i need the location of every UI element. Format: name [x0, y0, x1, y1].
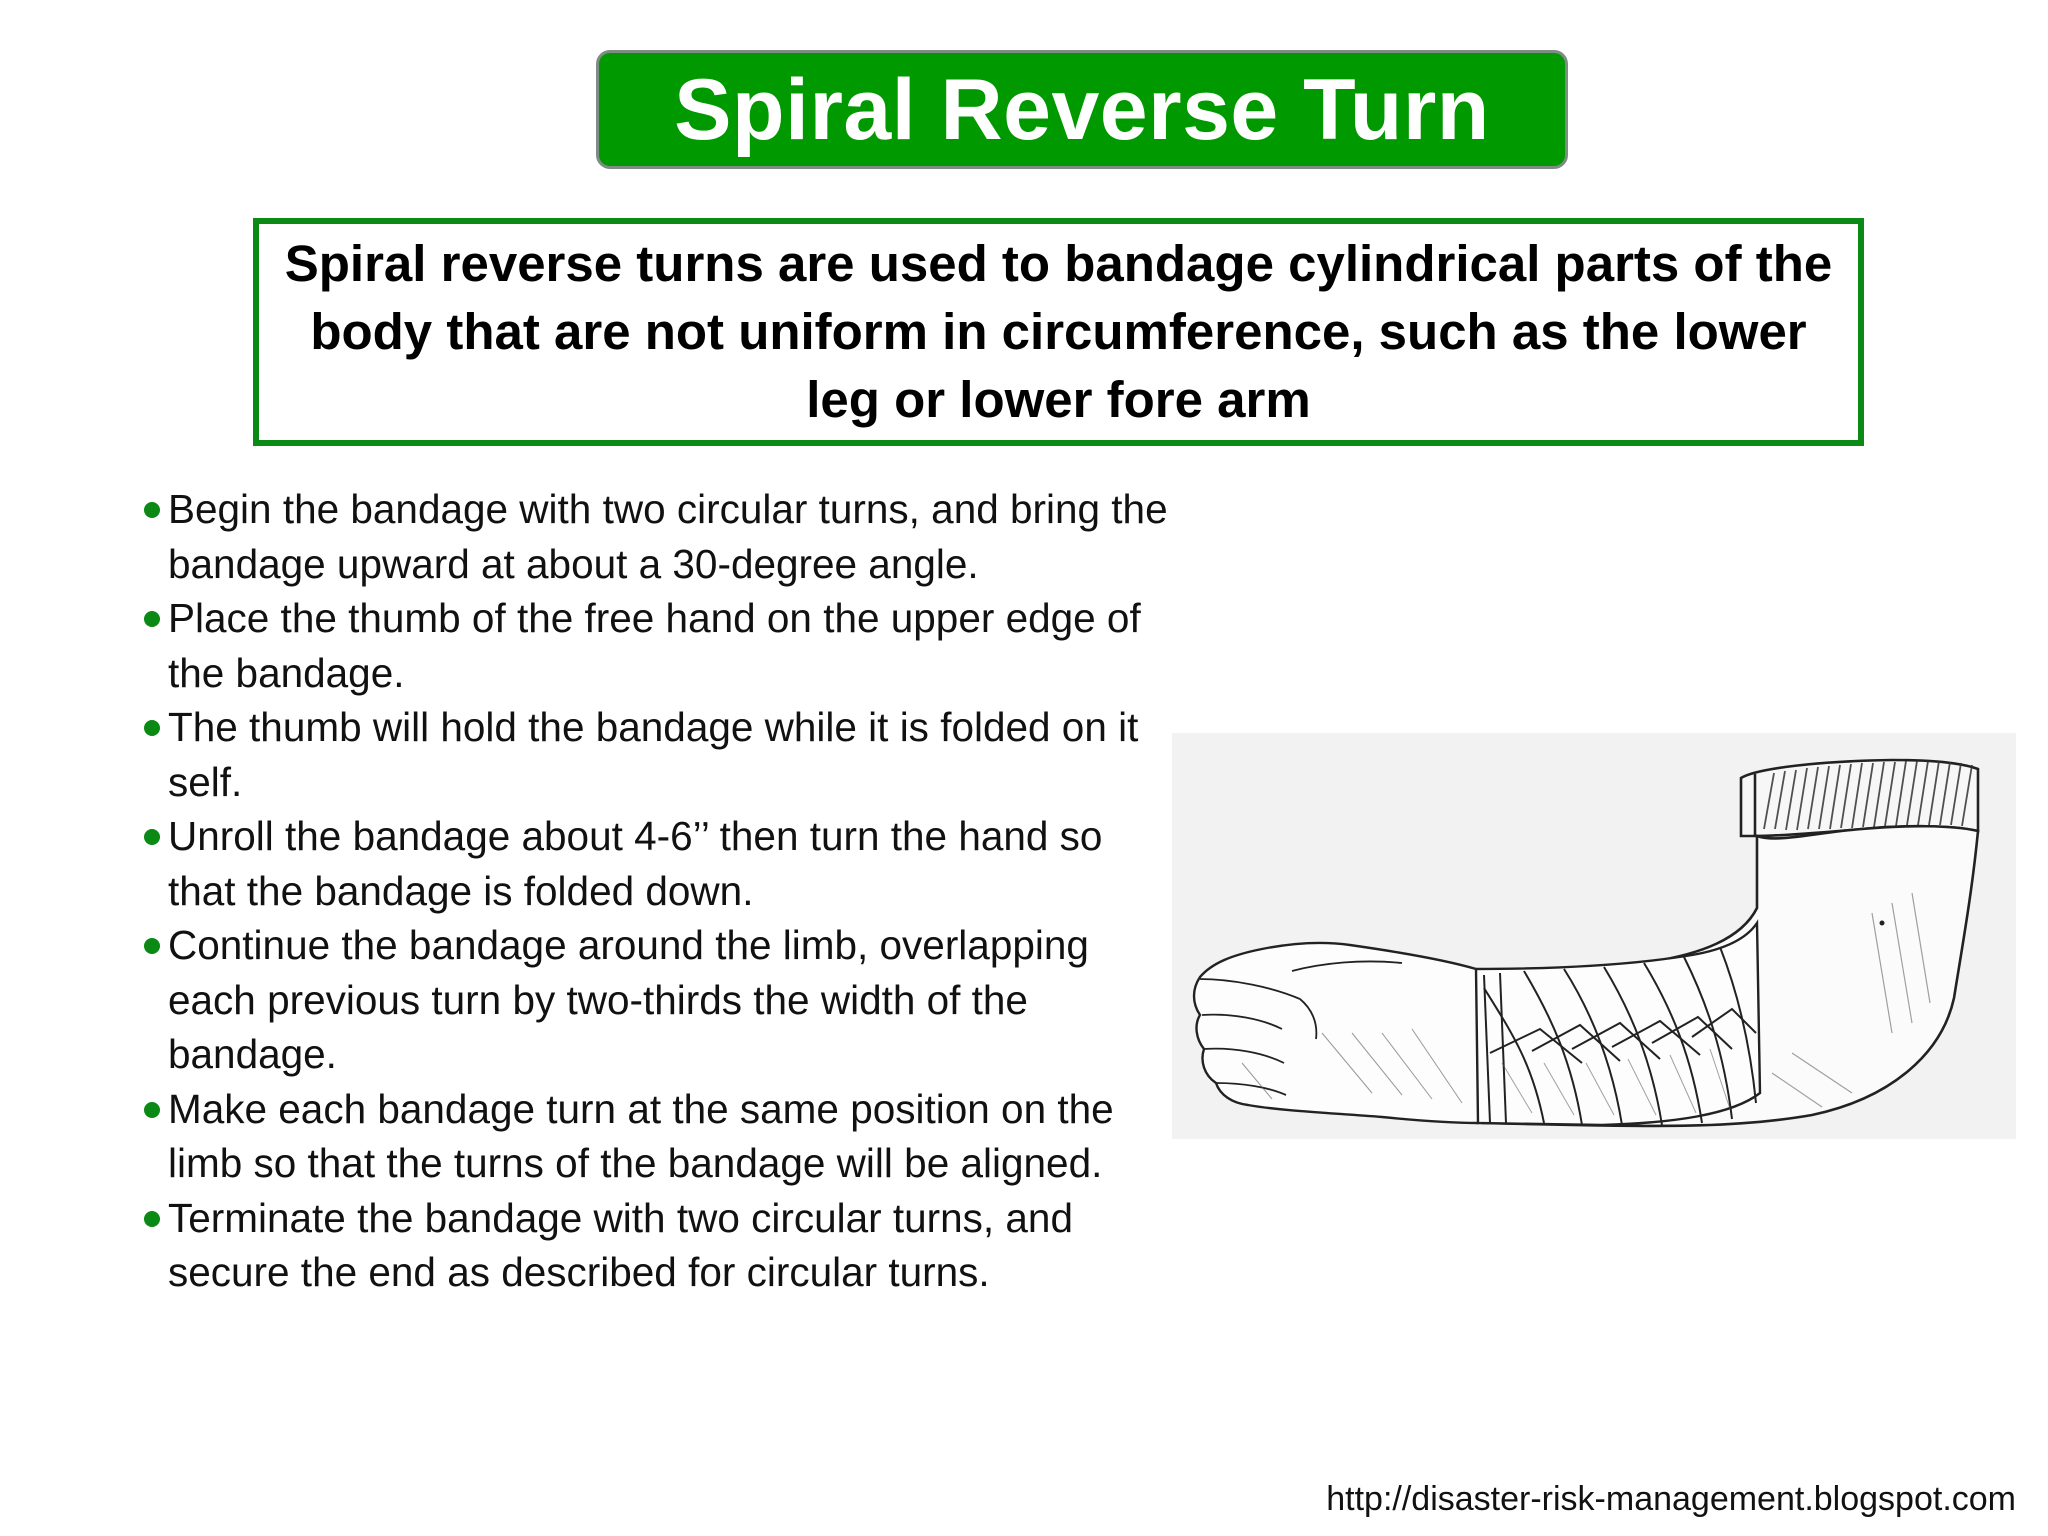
instruction-item: Make each bandage turn at the same posit…: [138, 1082, 1178, 1191]
instruction-text: The thumb will hold the bandage while it…: [168, 704, 1139, 805]
bullet-icon: [144, 720, 160, 736]
bullet-icon: [144, 611, 160, 627]
instruction-item: The thumb will hold the bandage while it…: [138, 700, 1178, 809]
instruction-item: Place the thumb of the free hand on the …: [138, 591, 1178, 700]
bullet-icon: [144, 502, 160, 518]
instruction-text: Continue the bandage around the limb, ov…: [168, 922, 1089, 1077]
instruction-item: Terminate the bandage with two circular …: [138, 1191, 1178, 1300]
bullet-icon: [144, 1210, 160, 1227]
source-url: http://disaster-risk-management.blogspot…: [1326, 1480, 2016, 1518]
bandaged-arm-illustration: [1172, 733, 2016, 1139]
slide-title: Spiral Reverse Turn: [674, 61, 1490, 158]
bullet-icon: [144, 1101, 160, 1118]
instruction-text: Begin the bandage with two circular turn…: [168, 486, 1168, 587]
instruction-list: Begin the bandage with two circular turn…: [138, 482, 1178, 1300]
instruction-item: Begin the bandage with two circular turn…: [138, 482, 1178, 591]
instruction-item: Unroll the bandage about 4-6’’ then turn…: [138, 809, 1178, 918]
instruction-text: Place the thumb of the free hand on the …: [168, 595, 1141, 696]
bullet-icon: [144, 829, 160, 845]
title-banner: Spiral Reverse Turn: [596, 50, 1568, 169]
instruction-item: Continue the bandage around the limb, ov…: [138, 918, 1178, 1082]
instruction-text: Terminate the bandage with two circular …: [168, 1194, 1073, 1296]
definition-text: Spiral reverse turns are used to bandage…: [284, 235, 1833, 428]
definition-box: Spiral reverse turns are used to bandage…: [253, 218, 1864, 446]
instruction-text: Unroll the bandage about 4-6’’ then turn…: [168, 813, 1103, 914]
bullet-icon: [144, 938, 160, 954]
bandaged-forearm-illustration-icon: [1172, 733, 2016, 1139]
instruction-text: Make each bandage turn at the same posit…: [168, 1085, 1114, 1187]
